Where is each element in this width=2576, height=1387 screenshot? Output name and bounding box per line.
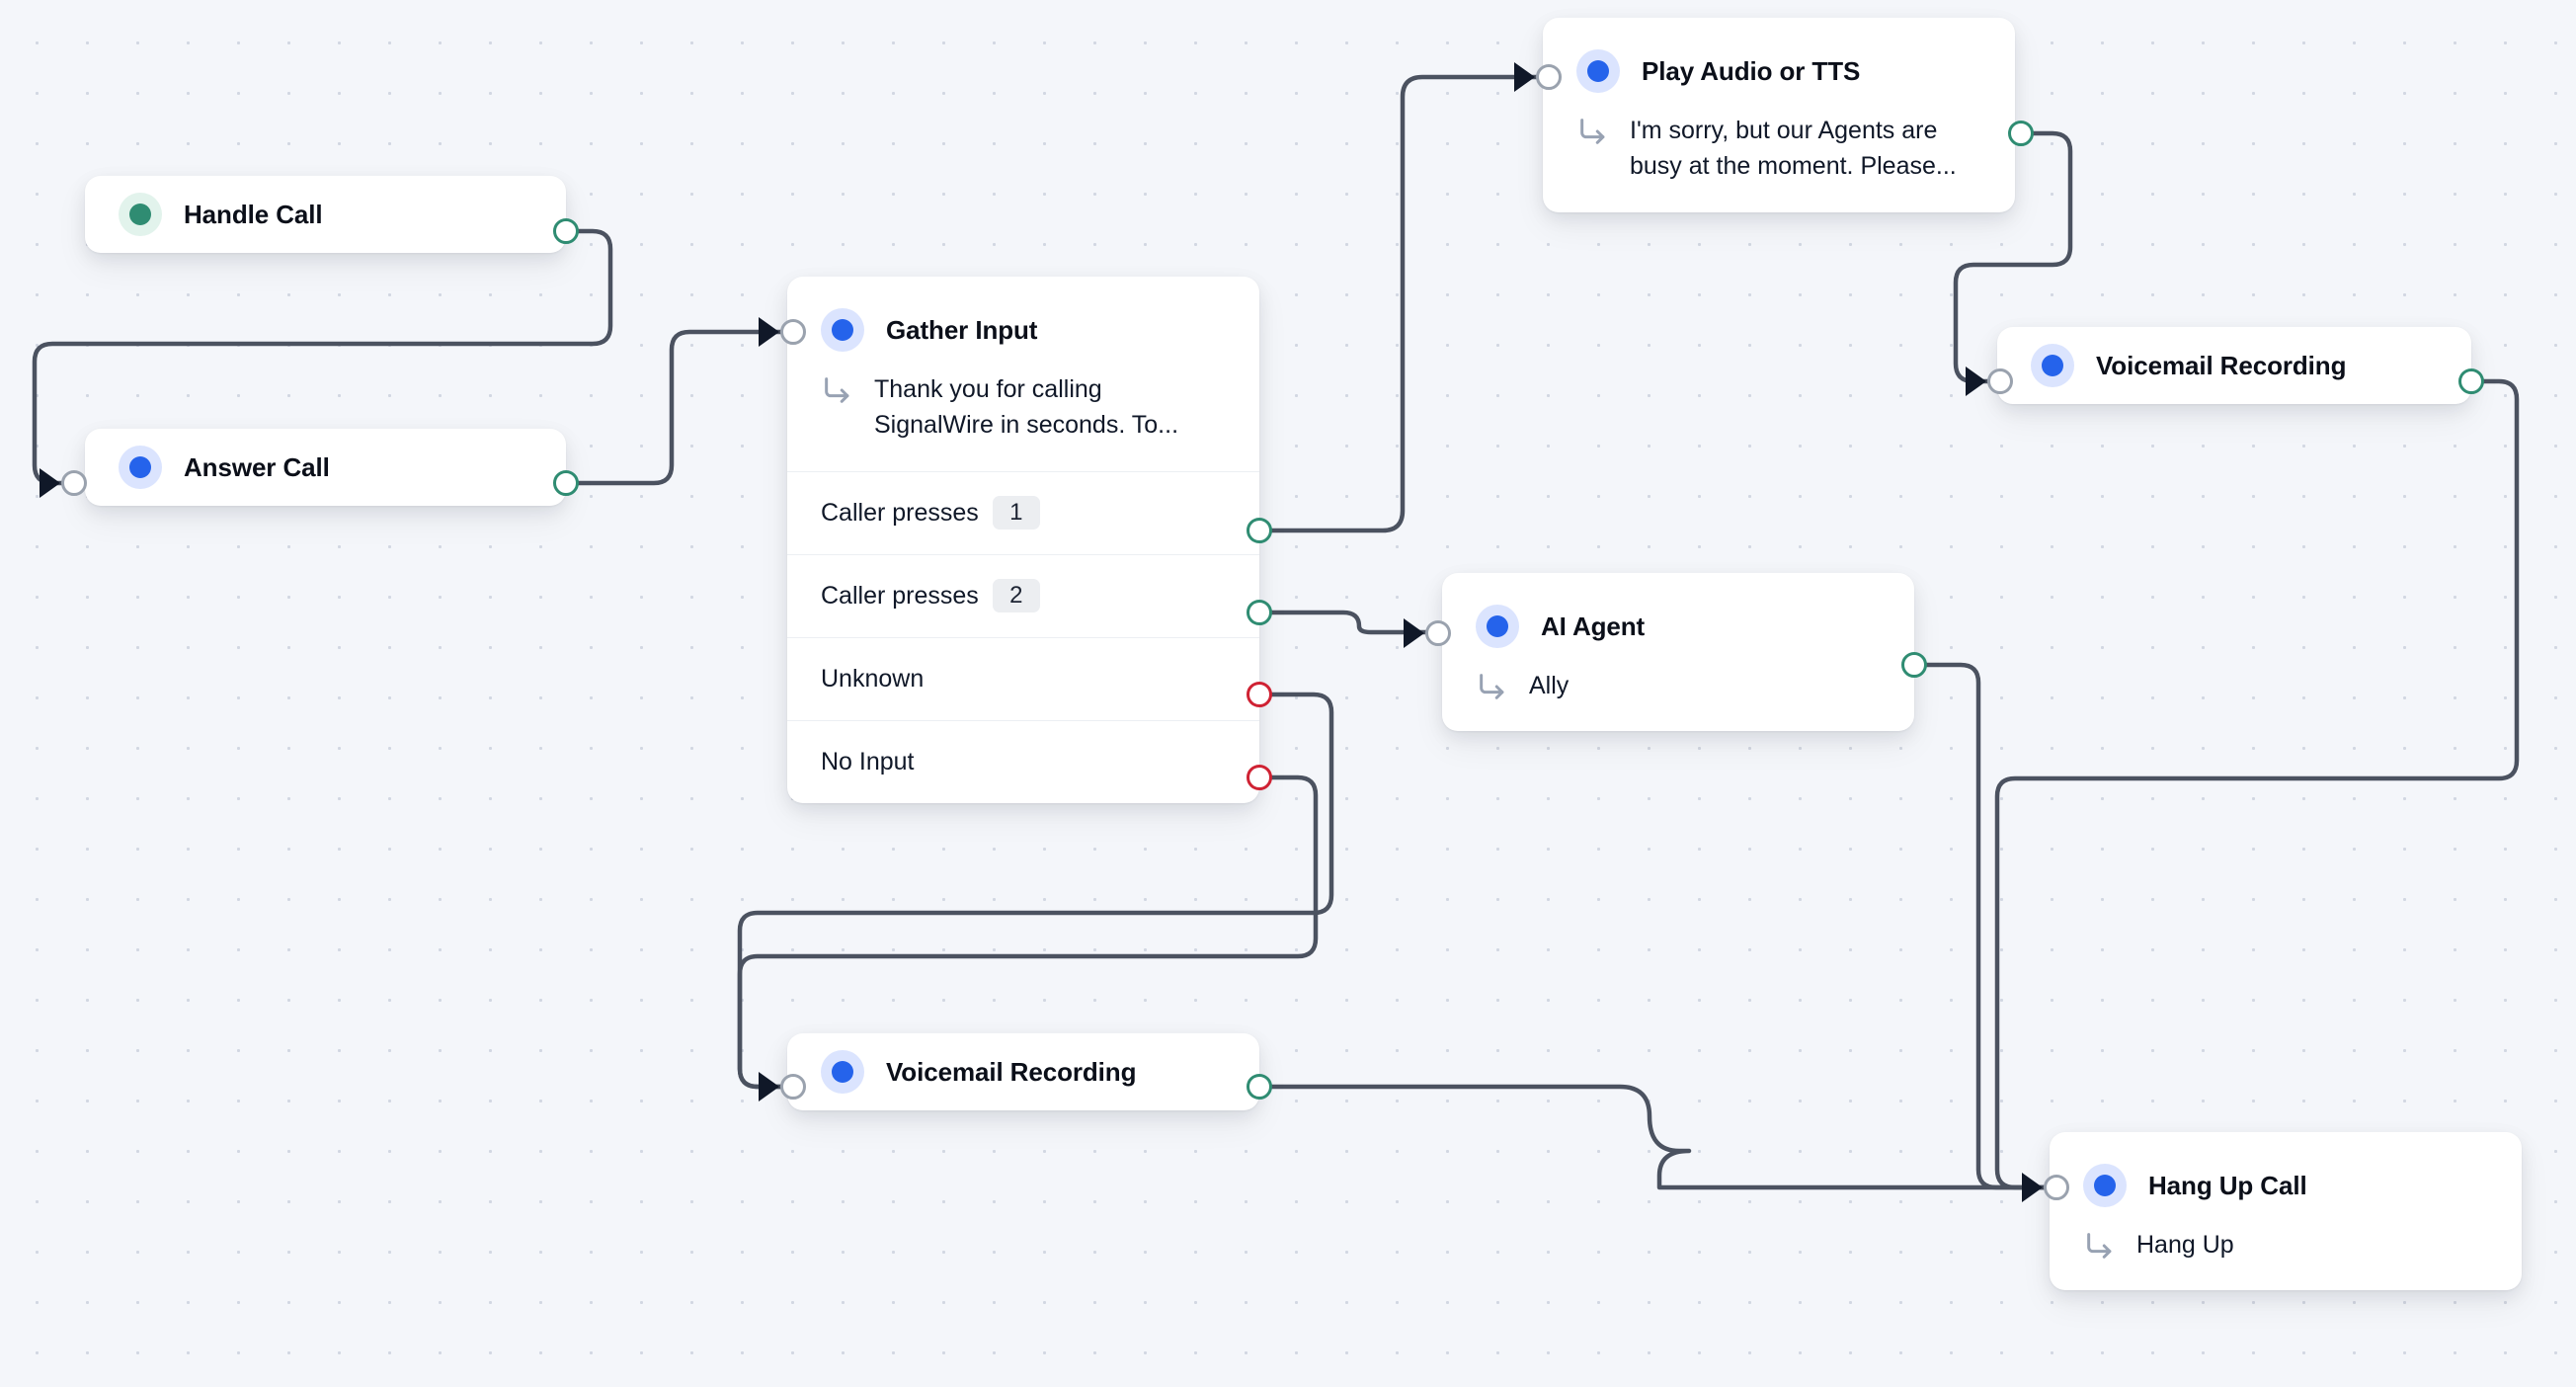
port-out-answer-call[interactable] bbox=[553, 470, 579, 496]
edge-ai-agent-to-hang-up bbox=[1911, 662, 2047, 1190]
status-dot-icon bbox=[119, 193, 162, 236]
node-title: Handle Call bbox=[184, 199, 323, 229]
arrow-in-gather-input bbox=[759, 317, 779, 347]
arrow-branch-icon bbox=[2083, 1229, 2117, 1263]
node-subtitle: Ally bbox=[1529, 672, 1570, 699]
node-title: Answer Call bbox=[184, 451, 330, 482]
status-dot-icon bbox=[821, 1050, 864, 1094]
port-in-ai-agent[interactable] bbox=[1425, 620, 1451, 646]
node-ai-agent[interactable]: AI Agent Ally bbox=[1442, 573, 1914, 732]
port-in-gather-input[interactable] bbox=[780, 319, 806, 345]
row-label: Unknown bbox=[821, 664, 925, 693]
node-title: AI Agent bbox=[1541, 611, 1646, 641]
node-handle-call[interactable]: Handle Call bbox=[85, 176, 566, 253]
node-title: Hang Up Call bbox=[2148, 1170, 2307, 1200]
status-dot-icon bbox=[2083, 1164, 2127, 1207]
node-title: Voicemail Recording bbox=[2096, 350, 2347, 380]
node-voicemail-recording-top[interactable]: Voicemail Recording bbox=[1997, 327, 2471, 404]
node-title: Gather Input bbox=[886, 314, 1038, 345]
port-in-answer-call[interactable] bbox=[61, 470, 87, 496]
status-dot-icon bbox=[821, 308, 864, 352]
arrow-branch-icon bbox=[1576, 115, 1610, 148]
node-subtitle: I'm sorry, but our Agents are busy at th… bbox=[1630, 117, 1957, 181]
arrow-in-voicemail-recording-top bbox=[1966, 367, 1986, 396]
edge-answer-call-to-gather-input bbox=[563, 329, 783, 486]
port-out-handle-call[interactable] bbox=[553, 218, 579, 244]
port-out-caller-presses-1[interactable] bbox=[1247, 518, 1272, 543]
node-gather-input[interactable]: Gather Input Thank you for calling Signa… bbox=[787, 277, 1259, 803]
port-out-caller-presses-2[interactable] bbox=[1247, 600, 1272, 625]
port-out-unknown[interactable] bbox=[1247, 682, 1272, 707]
edge-caller-presses-1-to-play-audio bbox=[1269, 74, 1539, 533]
arrow-in-play-audio-tts bbox=[1514, 62, 1535, 92]
node-answer-call[interactable]: Answer Call bbox=[85, 429, 566, 506]
arrow-in-hang-up-call bbox=[2022, 1173, 2043, 1202]
row-label: Caller presses bbox=[821, 581, 979, 610]
port-out-no-input[interactable] bbox=[1247, 765, 1272, 790]
row-badge: 2 bbox=[992, 579, 1040, 612]
row-badge: 1 bbox=[992, 496, 1040, 530]
status-dot-icon bbox=[2031, 344, 2074, 387]
row-caller-presses-2[interactable]: Caller presses 2 bbox=[787, 555, 1259, 638]
edge-voicemail-top-to-hang-up bbox=[1994, 378, 2520, 1190]
row-unknown[interactable]: Unknown bbox=[787, 638, 1259, 721]
port-out-voicemail-recording-bottom[interactable] bbox=[1247, 1074, 1272, 1100]
edge-voicemail-bottom-to-hang-up bbox=[1269, 1084, 2047, 1190]
node-title: Voicemail Recording bbox=[886, 1056, 1137, 1087]
port-in-hang-up-call[interactable] bbox=[2044, 1175, 2069, 1200]
node-title: Play Audio or TTS bbox=[1642, 55, 1861, 86]
row-label: Caller presses bbox=[821, 498, 979, 527]
arrow-branch-icon bbox=[1476, 670, 1509, 703]
row-caller-presses-1[interactable]: Caller presses 1 bbox=[787, 472, 1259, 555]
gather-input-rows: Caller presses 1 Caller presses 2 Unknow… bbox=[787, 470, 1259, 803]
node-subtitle: Thank you for calling SignalWire in seco… bbox=[874, 375, 1179, 440]
port-in-voicemail-recording-top[interactable] bbox=[1987, 368, 2013, 394]
row-label: No Input bbox=[821, 747, 915, 775]
arrow-in-answer-call bbox=[40, 468, 60, 498]
port-out-play-audio-tts[interactable] bbox=[2008, 121, 2034, 146]
port-out-voicemail-recording-top[interactable] bbox=[2458, 368, 2484, 394]
node-hang-up-call[interactable]: Hang Up Call Hang Up bbox=[2050, 1132, 2522, 1291]
status-dot-icon bbox=[119, 446, 162, 489]
port-out-ai-agent[interactable] bbox=[1901, 652, 1927, 678]
arrow-in-voicemail-recording-bottom bbox=[759, 1072, 779, 1101]
node-play-audio-tts[interactable]: Play Audio or TTS I'm sorry, but our Age… bbox=[1543, 18, 2015, 212]
port-in-voicemail-recording-bottom[interactable] bbox=[780, 1074, 806, 1100]
node-subtitle: Hang Up bbox=[2136, 1231, 2234, 1259]
arrow-in-ai-agent bbox=[1404, 618, 1424, 648]
status-dot-icon bbox=[1476, 605, 1519, 648]
node-voicemail-recording-bottom[interactable]: Voicemail Recording bbox=[787, 1033, 1259, 1110]
edge-caller-presses-2-to-ai-agent bbox=[1269, 610, 1428, 635]
row-no-input[interactable]: No Input bbox=[787, 721, 1259, 803]
port-in-play-audio-tts[interactable] bbox=[1536, 64, 1562, 90]
status-dot-icon bbox=[1576, 49, 1620, 93]
arrow-branch-icon bbox=[821, 373, 854, 407]
